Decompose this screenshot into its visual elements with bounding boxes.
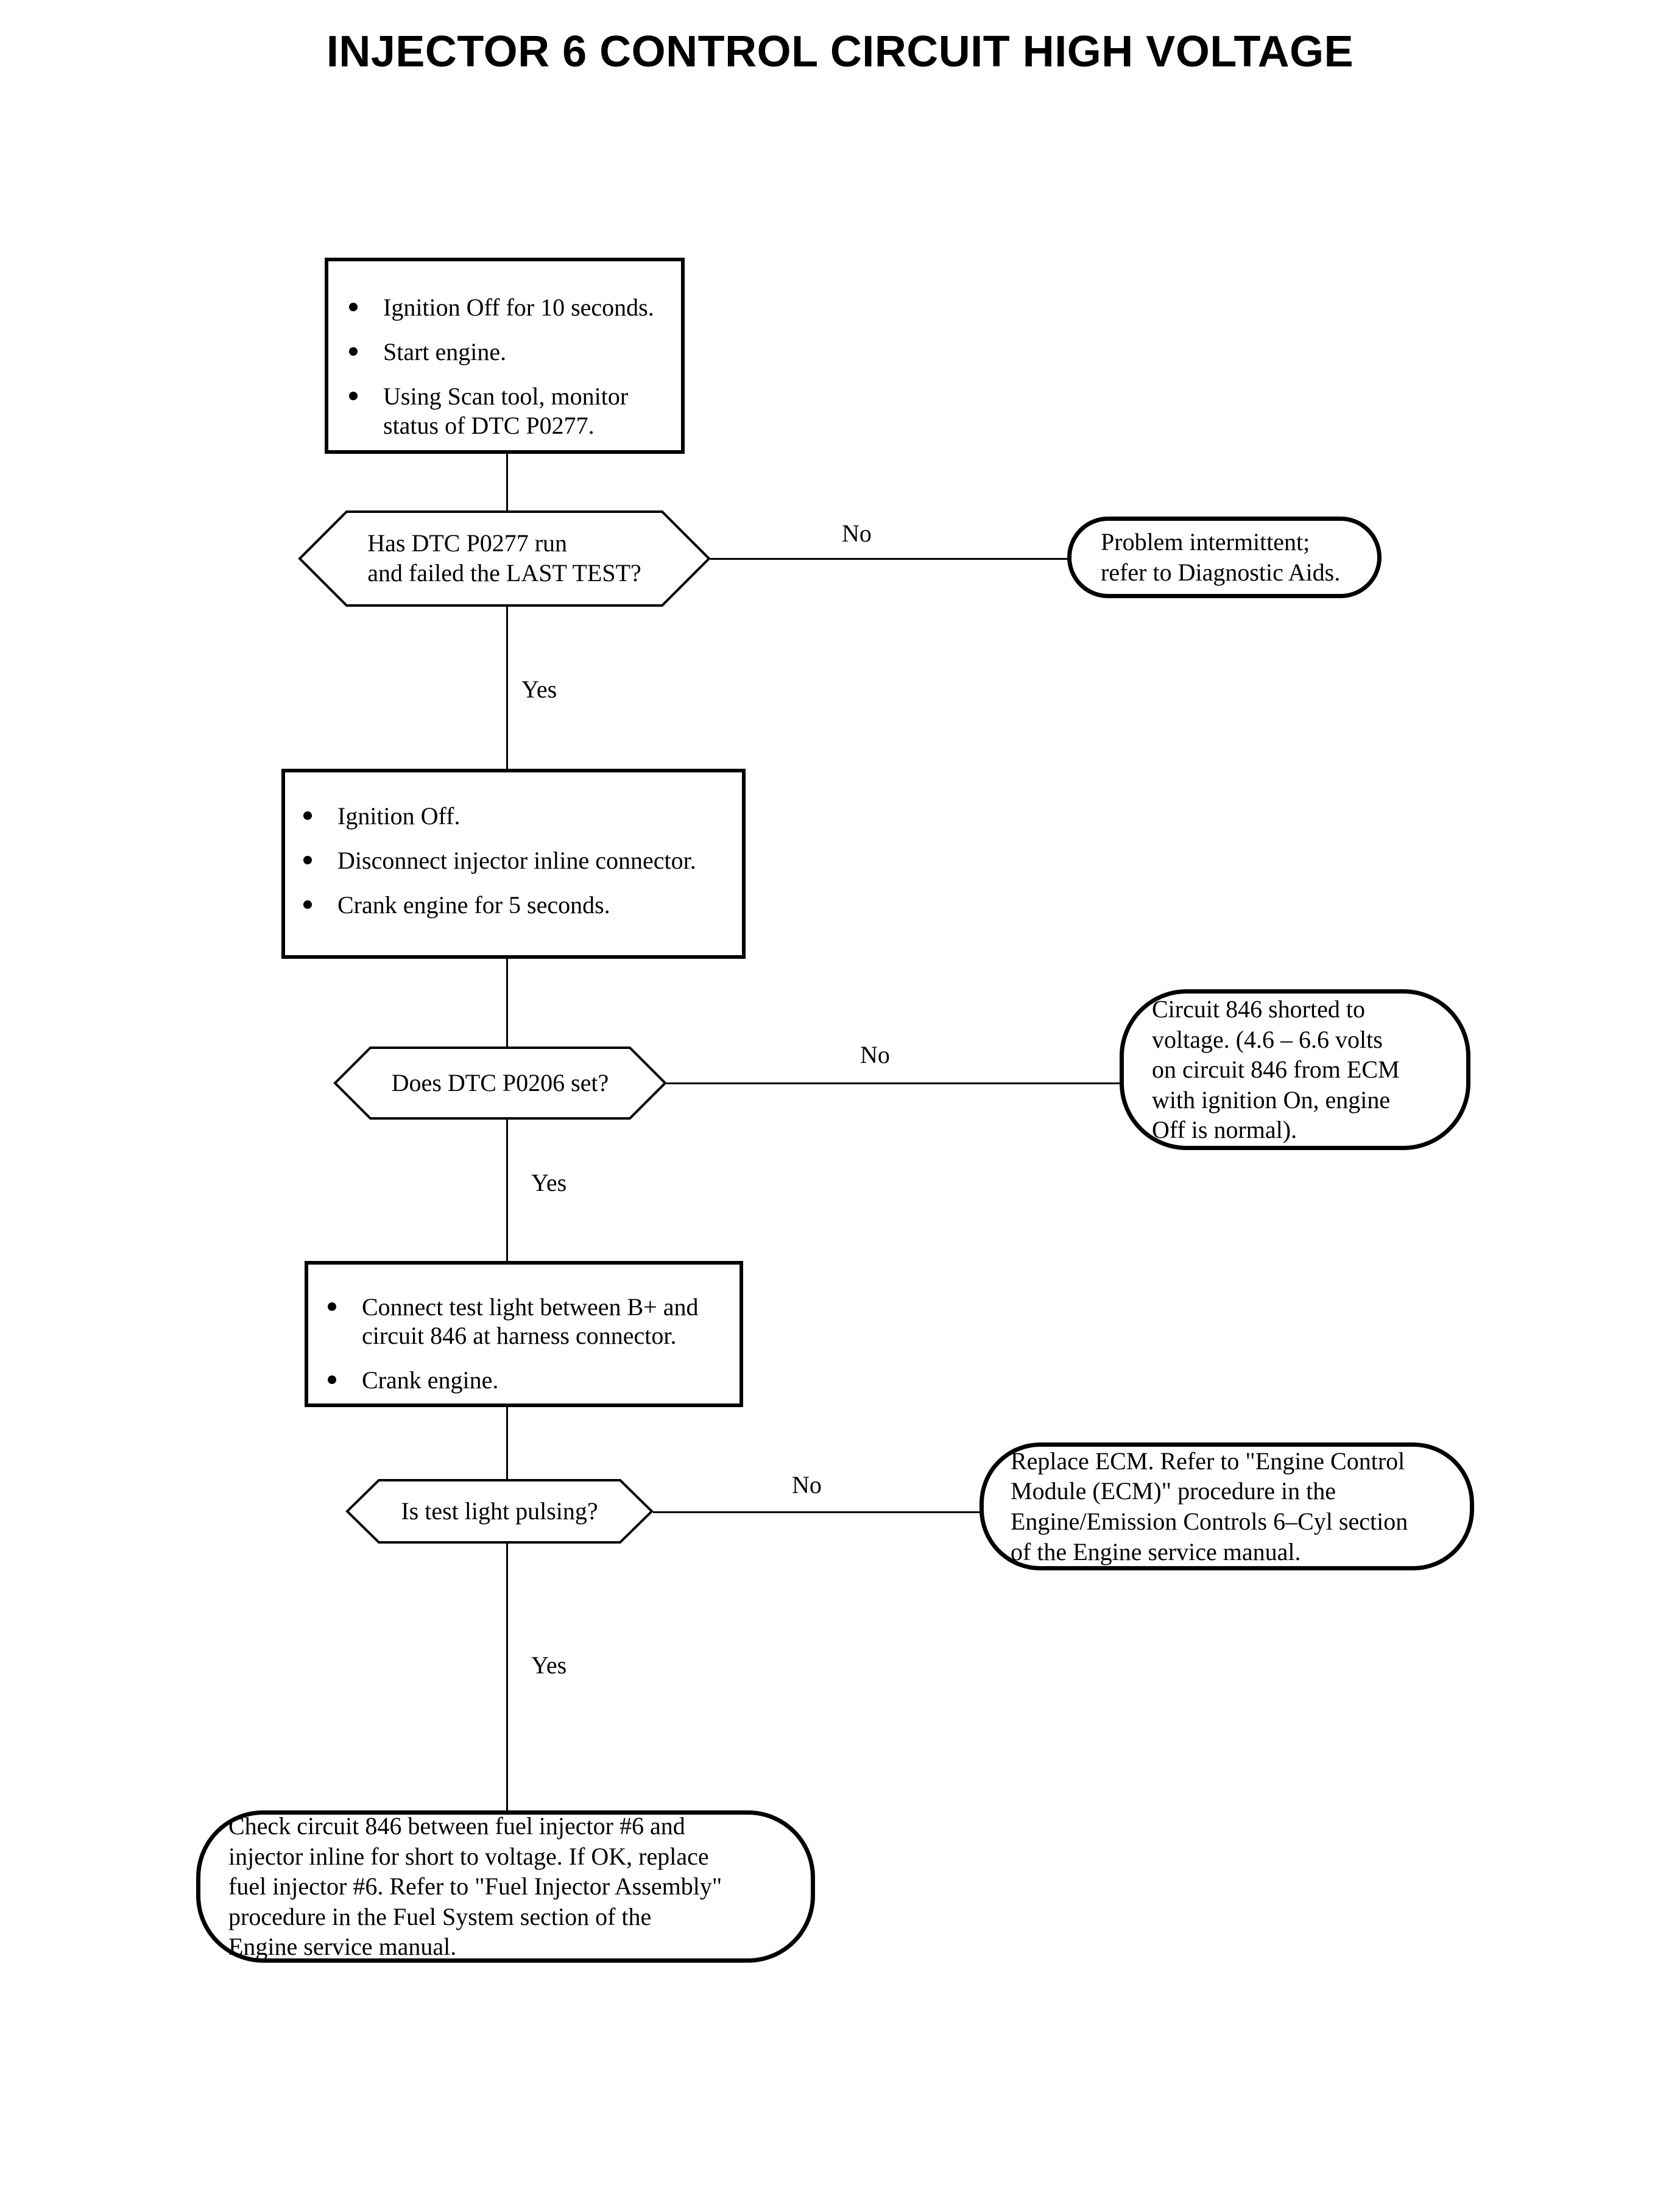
terminator-problem-intermittent: Problem intermittent; refer to Diagnosti… [1067, 517, 1382, 598]
hexagon-outline-icon [298, 510, 710, 607]
bullet-icon [349, 303, 358, 311]
branch-label-yes-3: Yes [531, 1651, 567, 1679]
decision-hexagon-3: Is test light pulsing? [346, 1479, 653, 1544]
branch-label-yes-2: Yes [531, 1169, 567, 1196]
decision-3-text: Is test light pulsing? [401, 1497, 598, 1525]
bullet-icon [349, 392, 358, 401]
process-box-step-3: Connect test light between B+ and circui… [305, 1261, 743, 1407]
bullet-icon [328, 1375, 336, 1385]
list-item: Crank engine. [328, 1366, 715, 1394]
terminator-2-text: Circuit 846 shorted to voltage. (4.6 – 6… [1152, 995, 1400, 1144]
step-3-bullet-1: Connect test light between B+ and circui… [362, 1293, 699, 1350]
process-box-step-1: Ignition Off for 10 seconds. Start engin… [325, 258, 685, 454]
step-1-bullet-list: Ignition Off for 10 seconds. Start engin… [349, 293, 654, 440]
step-1-bullet-3: Using Scan tool, monitor status of DTC P… [383, 383, 629, 439]
step-2-bullet-list: Ignition Off. Disconnect injector inline… [303, 802, 718, 920]
list-item: Ignition Off for 10 seconds. [349, 293, 654, 322]
list-item: Crank engine for 5 seconds. [303, 891, 718, 919]
page-title: INJECTOR 6 CONTROL CIRCUIT HIGH VOLTAGE [326, 27, 1354, 76]
connector-step2-to-decision2 [506, 959, 508, 1048]
list-item: Connect test light between B+ and circui… [328, 1293, 715, 1350]
step-1-bullet-1: Ignition Off for 10 seconds. [383, 294, 654, 321]
bullet-icon [328, 1302, 336, 1311]
hexagon-outline-icon [346, 1479, 653, 1544]
bullet-icon [303, 811, 312, 820]
connector-decision3-yes [506, 1542, 508, 1813]
branch-label-no-3: No [792, 1471, 822, 1499]
terminator-check-circuit-846: Check circuit 846 between fuel injector … [196, 1810, 815, 1963]
process-box-step-2: Ignition Off. Disconnect injector inline… [281, 769, 746, 959]
terminator-4-text: Check circuit 846 between fuel injector … [228, 1812, 722, 1961]
terminator-1-text: Problem intermittent; refer to Diagnosti… [1101, 528, 1341, 586]
step-3-bullet-2: Crank engine. [362, 1366, 499, 1394]
step-2-bullet-2: Disconnect injector inline connector. [337, 847, 696, 875]
decision-hexagon-1: Has DTC P0277 run and failed the LAST TE… [298, 510, 710, 607]
step-1-bullet-2: Start engine. [383, 338, 507, 366]
terminator-3-text: Replace ECM. Refer to "Engine Control Mo… [1011, 1447, 1408, 1566]
connector-decision1-no [710, 558, 1070, 560]
bullet-icon [303, 856, 312, 865]
decision-2-text: Does DTC P0206 set? [391, 1068, 609, 1096]
step-3-bullet-list: Connect test light between B+ and circui… [328, 1293, 715, 1395]
connector-step1-to-decision1 [506, 454, 508, 512]
connector-decision1-yes [506, 605, 508, 771]
terminator-circuit-846-shorted: Circuit 846 shorted to voltage. (4.6 – 6… [1120, 989, 1470, 1150]
step-2-bullet-1: Ignition Off. [337, 802, 461, 830]
decision-1-text: Has DTC P0277 run and failed the LAST TE… [367, 529, 641, 587]
bullet-icon [303, 900, 312, 909]
decision-hexagon-2: Does DTC P0206 set? [334, 1047, 666, 1120]
connector-step3-to-decision3 [506, 1407, 508, 1480]
list-item: Disconnect injector inline connector. [303, 846, 718, 875]
list-item: Start engine. [349, 337, 654, 366]
branch-label-no-2: No [860, 1041, 890, 1068]
branch-label-yes-1: Yes [521, 676, 557, 703]
hexagon-outline-icon [334, 1047, 666, 1120]
connector-decision2-no [666, 1082, 1122, 1084]
list-item: Ignition Off. [303, 802, 718, 830]
connector-decision3-no [653, 1511, 982, 1513]
step-2-bullet-3: Crank engine for 5 seconds. [337, 891, 610, 919]
bullet-icon [349, 347, 358, 356]
branch-label-no-1: No [842, 520, 872, 547]
terminator-replace-ecm: Replace ECM. Refer to "Engine Control Mo… [979, 1442, 1474, 1570]
connector-decision2-yes [506, 1118, 508, 1262]
list-item: Using Scan tool, monitor status of DTC P… [349, 382, 654, 439]
